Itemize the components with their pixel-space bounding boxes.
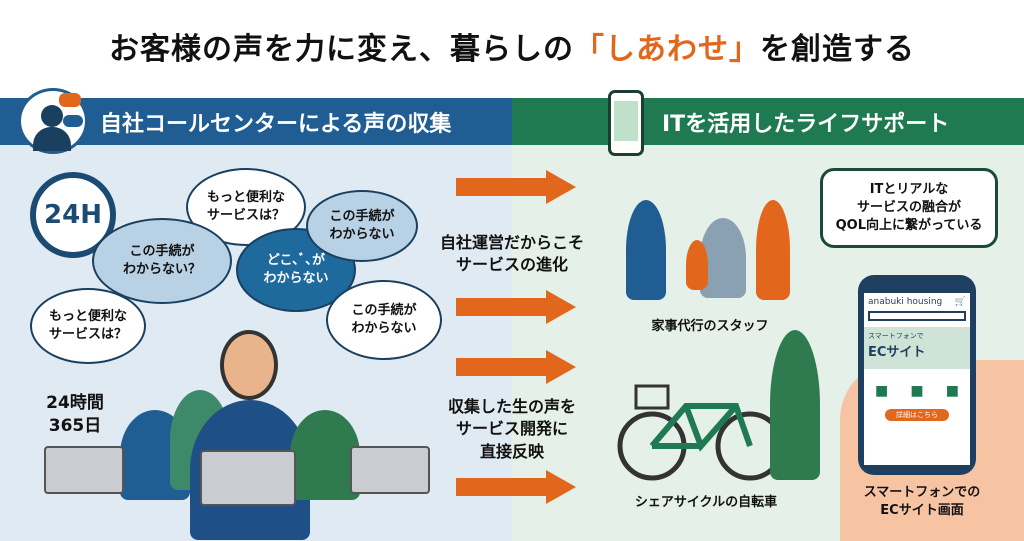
speech-bubble: この手続が わからない [326, 280, 442, 360]
smartphone: anabuki housing 🛒 スマートフォンで ECサイト ■ ■ ■ 詳細はこ… [858, 275, 976, 475]
speech-bubble: この手続が わからない？ [92, 218, 232, 304]
middle-text-feedback: 収集した生の声を サービス開発に 直接反映 [447, 397, 576, 461]
speech-bubble: この手続が わからない [306, 190, 418, 262]
smartphone-icon [608, 90, 644, 156]
family-figure [756, 200, 790, 300]
operator-icon [18, 88, 88, 154]
child-figure [686, 240, 708, 290]
clock-label: 24H [44, 200, 102, 230]
cart-icon[interactable]: 🛒 [954, 297, 966, 307]
details-button[interactable]: 詳細はこちら [885, 409, 949, 421]
left-header-text: 自社コールセンターによる声の収集 [100, 111, 452, 137]
caption-phone: スマートフォンでの ECサイト画面 [863, 485, 981, 518]
site-brand: anabuki housing [868, 297, 943, 307]
operator-head [220, 330, 278, 400]
site-banner: スマートフォンで ECサイト [864, 327, 970, 369]
arrow-right-icon [456, 290, 576, 324]
arrow-right-icon [456, 170, 576, 204]
box-icon[interactable]: ■ [910, 383, 924, 399]
middle-text-evolution: 自社運営だからこそ サービスの進化 [439, 233, 584, 275]
arrow-right-icon [456, 350, 576, 384]
site-search-input[interactable] [868, 311, 966, 321]
shopping-bag-icon[interactable]: ■ [875, 383, 889, 399]
quote-bubble: ITとリアルな サービスの融合が QOL向上に繋がっている [820, 168, 998, 248]
speech-bubble: もっと便利な サービスは？ [30, 288, 146, 364]
man-with-phone-figure [770, 330, 820, 480]
page-title: お客様の声を力に変え、暮らしの「しあわせ」を創造する [0, 0, 1024, 92]
laptop [350, 446, 430, 494]
laptop [200, 450, 296, 506]
banner-small-text: スマートフォンで [868, 332, 924, 340]
bicycle-icon [617, 384, 785, 481]
title-text: お客様の声を力に変え、暮らしの [109, 32, 574, 67]
banner-title: ECサイト [868, 345, 926, 360]
caption-bike: シェアサイクルの自転車 [634, 495, 778, 510]
laptop [44, 446, 124, 494]
title-text-end: を創造する [760, 32, 915, 67]
operator-figure [290, 410, 360, 500]
right-section-header: ITを活用したライフサポート [512, 98, 1024, 145]
quote-text: ITとリアルな サービスの融合が QOL向上に繋がっている [835, 181, 983, 234]
cart-icon[interactable]: ■ [945, 383, 959, 399]
title-highlight: 「しあわせ」 [574, 32, 760, 67]
right-header-text: ITを活用したライフサポート [662, 111, 950, 137]
staff-figure [626, 200, 666, 300]
hours-label: 24時間 365日 [46, 393, 104, 436]
arrow-right-icon [456, 470, 576, 504]
caption-staff: 家事代行のスタッフ [651, 319, 769, 334]
